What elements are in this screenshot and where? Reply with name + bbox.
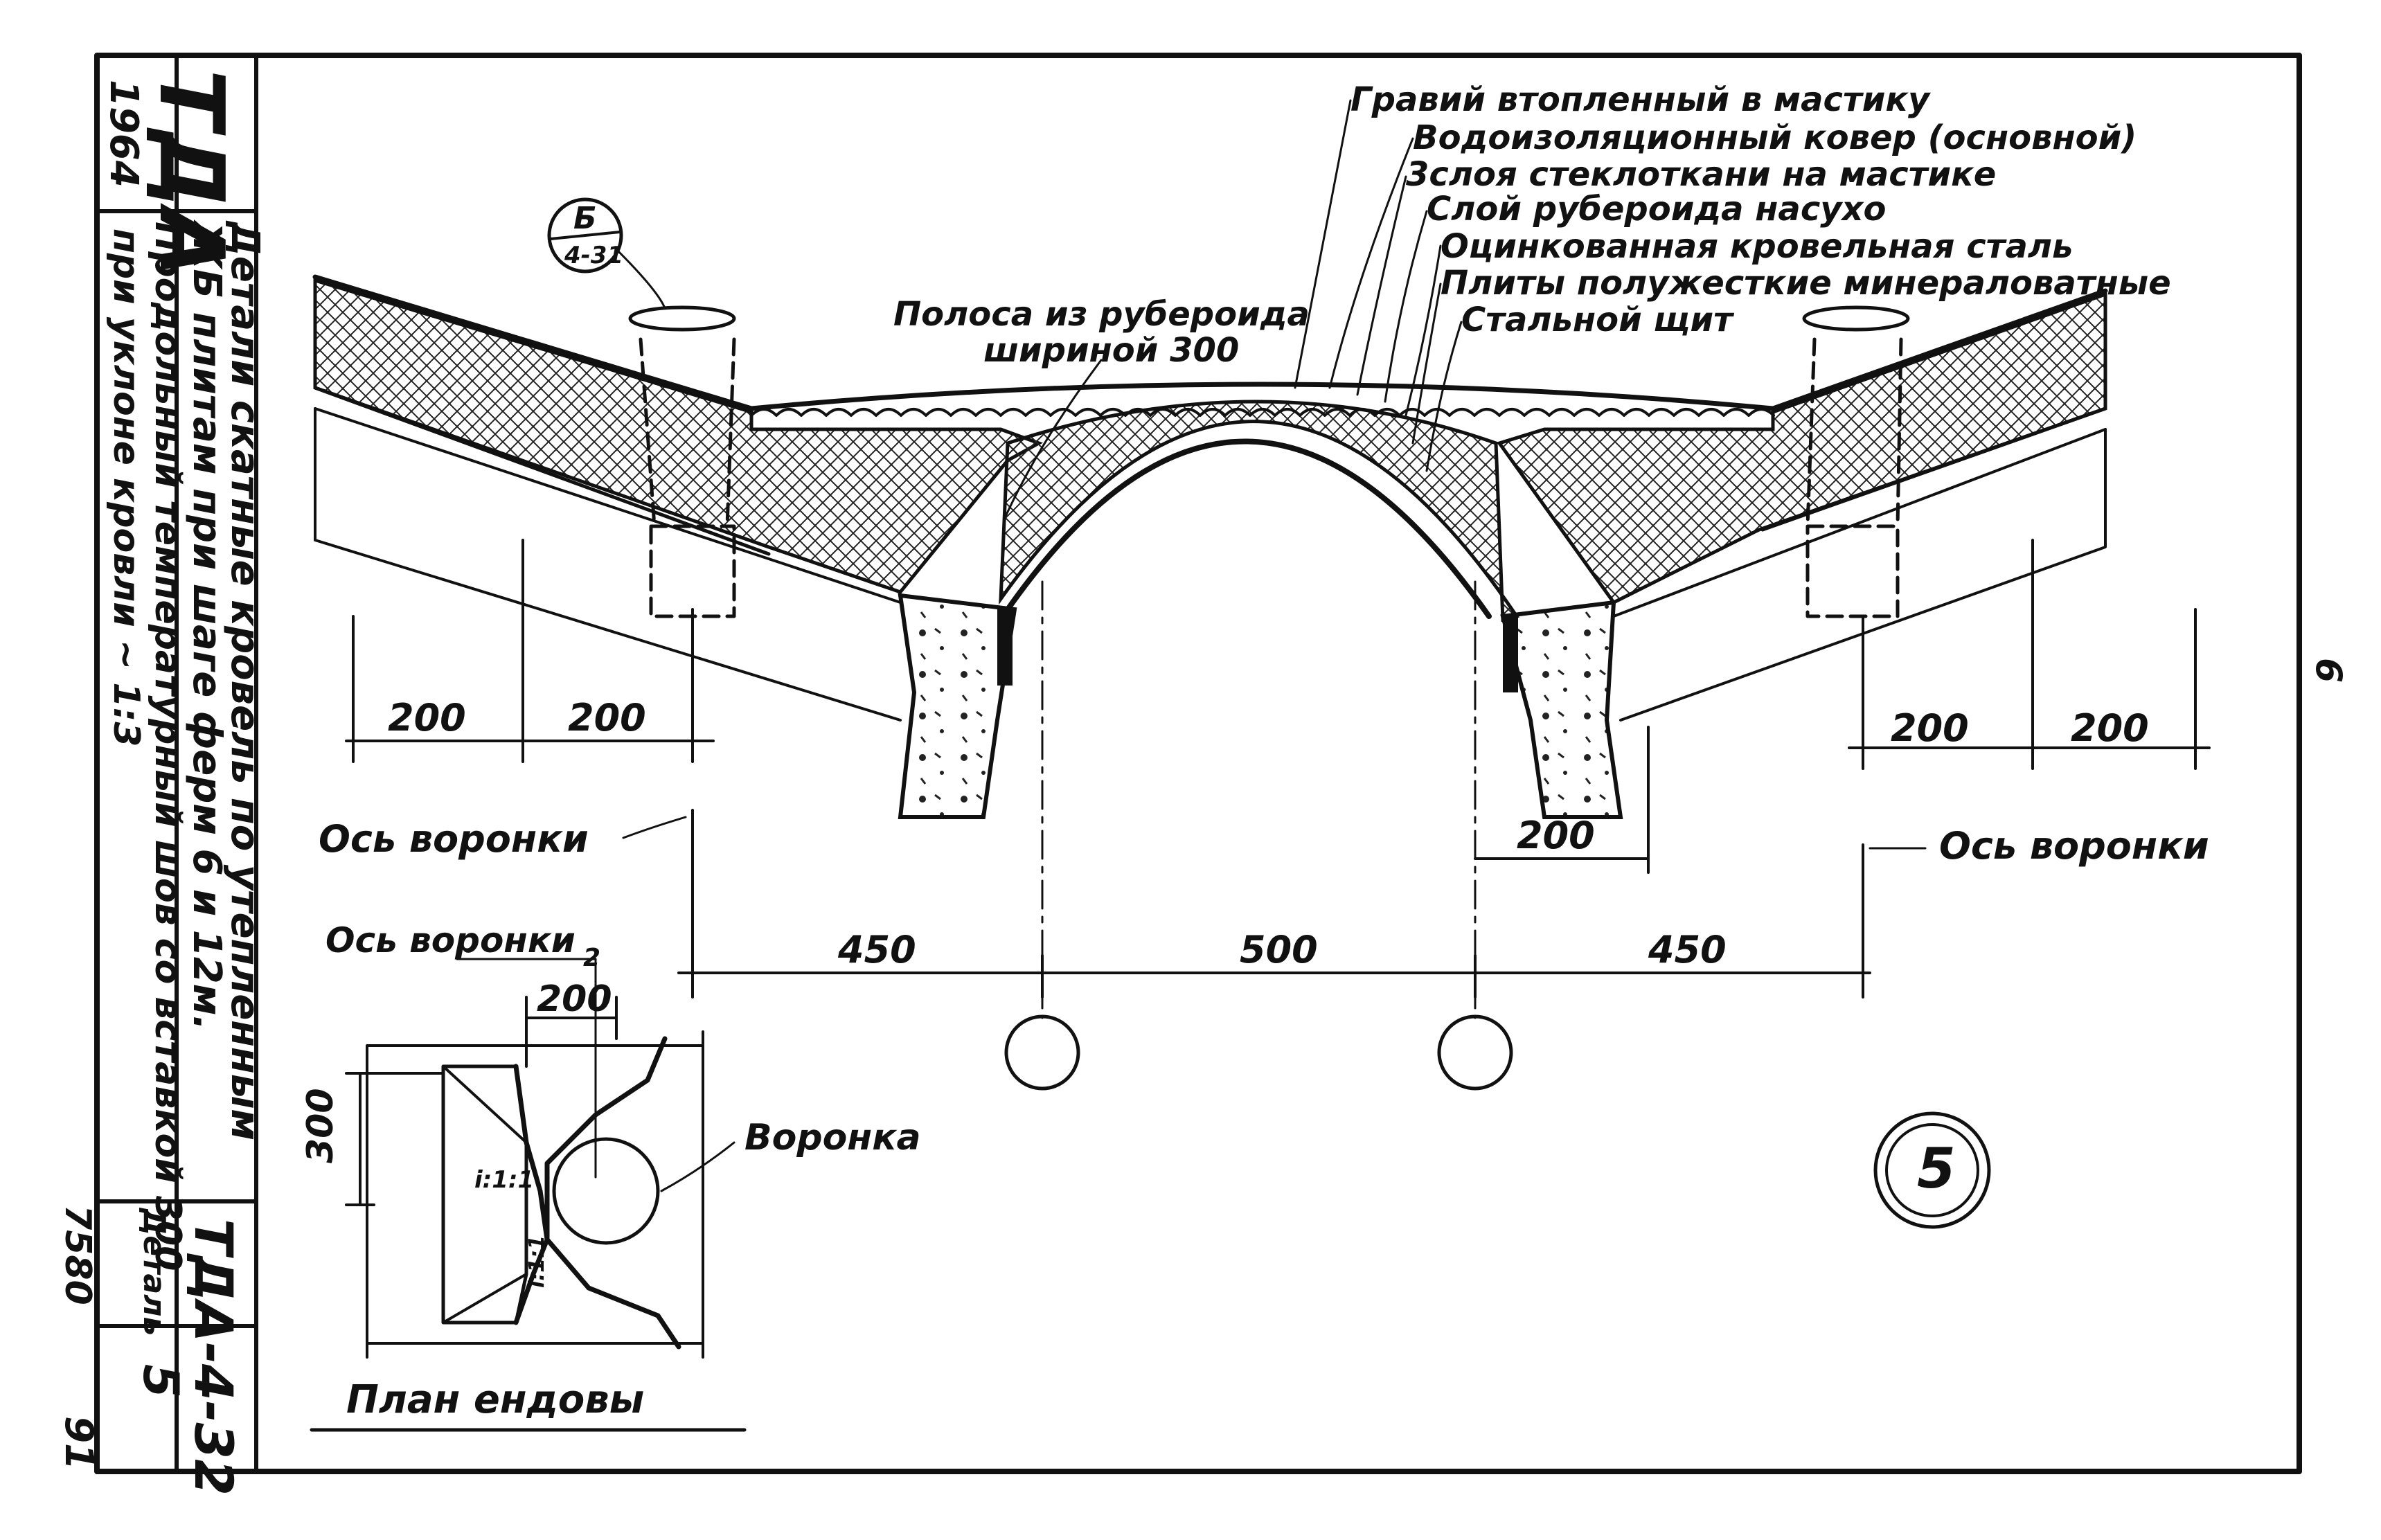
- sheet-title-line1: Детали скатные кровель по утепленным: [222, 220, 267, 1140]
- dim-inner-200: 200: [1517, 814, 1595, 857]
- sheet-mark: 6: [2308, 658, 2349, 683]
- drawing-frame: [94, 53, 2302, 1474]
- funnel-axis-left: Ось воронки: [319, 817, 589, 861]
- subtitle-line2: при уклоне кровли ~ 1:3: [105, 229, 147, 747]
- insulation-arch: [999, 400, 1520, 623]
- plan-dim-200: 200: [537, 978, 612, 1020]
- axis-circle-left: [1004, 1014, 1080, 1091]
- insulation-right: [1496, 292, 2107, 605]
- section-mark-sheet: 4-31: [564, 242, 623, 269]
- drawing-code: ТДА-4-32: [183, 1219, 244, 1496]
- detail-label: Деталь: [136, 1207, 172, 1336]
- axis-circle-right: [1437, 1014, 1513, 1091]
- dim-span-mid: 500: [1240, 928, 1318, 972]
- funnel-left: [628, 305, 736, 618]
- dim-span-right: 450: [1648, 928, 1727, 972]
- funnel-label: Воронка: [744, 1117, 921, 1158]
- plan-axis-label: Ось воронки: [326, 920, 576, 960]
- layer-steel: Оцинкованная кровельная сталь: [1441, 227, 2073, 266]
- strip-label-line1: Полоса из рубероида: [893, 295, 1310, 334]
- section-mark: Б 4-31: [547, 197, 666, 310]
- slope-lower: i:1:1: [525, 1235, 549, 1288]
- dimensions: 200 200 200 200 200 450 500 450: [345, 539, 2211, 999]
- plan-title: План ендовы: [346, 1377, 644, 1422]
- concrete-rib-left: [898, 593, 1017, 819]
- layer-ruberoid: Слой рубероида насухо: [1427, 190, 1887, 229]
- layer-callouts: Гравий втопленный в мастику Водоизоляцио…: [893, 80, 2171, 521]
- layer-steel-panel: Стальной щит: [1461, 301, 1735, 339]
- detail-circle-number: 5: [1917, 1136, 1956, 1201]
- dim-left-200-b: 200: [568, 696, 646, 740]
- funnel-axis-right: Ось воронки: [1939, 824, 2209, 868]
- roof-section: [312, 274, 2108, 1091]
- slope-upper: i:1:1: [474, 1166, 534, 1194]
- detail-number: 5: [132, 1364, 189, 1398]
- arch-curve: [1005, 438, 1492, 619]
- gravel-layer: [750, 408, 1775, 417]
- detail-number-circle: 5: [1873, 1111, 1991, 1229]
- section-mark-letter: Б: [573, 201, 597, 236]
- dim-right-200-b: 200: [2071, 706, 2149, 750]
- plan-dim-300: 300: [300, 1088, 341, 1163]
- dim-span-left: 450: [837, 928, 916, 972]
- dim-right-200-a: 200: [1891, 706, 1969, 750]
- sheet-title-line2: ЖБ плитам при шаге ферм 6 и 12м.: [184, 219, 229, 1030]
- funnel-plan-circle: [552, 1137, 660, 1245]
- page-number: 91: [56, 1416, 101, 1470]
- org-mark: ТДА: [139, 69, 242, 277]
- funnel-right: [1802, 305, 1910, 618]
- valley-plan: Ось воронки 2 200 300 Воронка i:1:1 i:1:…: [300, 920, 921, 1432]
- strip-label-line2: шириной 300: [983, 331, 1239, 370]
- layer-gravel: Гравий втопленный в мастику: [1350, 80, 1931, 119]
- archive-number: 7580: [57, 1205, 98, 1305]
- concrete-rib-right: [1500, 600, 1623, 819]
- dim-left-200-a: 200: [388, 696, 466, 740]
- title-block: ТДА 1964 Детали скатные кровель по утепл…: [56, 53, 267, 1496]
- layer-mineral-wool: Плиты полужесткие минераловатные: [1441, 264, 2171, 303]
- layer-fiberglass: 3слоя стеклоткани на мастике: [1406, 155, 1996, 194]
- layer-membrane: Водоизоляционный ковер (основной): [1413, 118, 2137, 157]
- subtitle-line1: Продольный температурный шов со вставкой…: [147, 222, 188, 1271]
- year: 1964: [101, 80, 146, 188]
